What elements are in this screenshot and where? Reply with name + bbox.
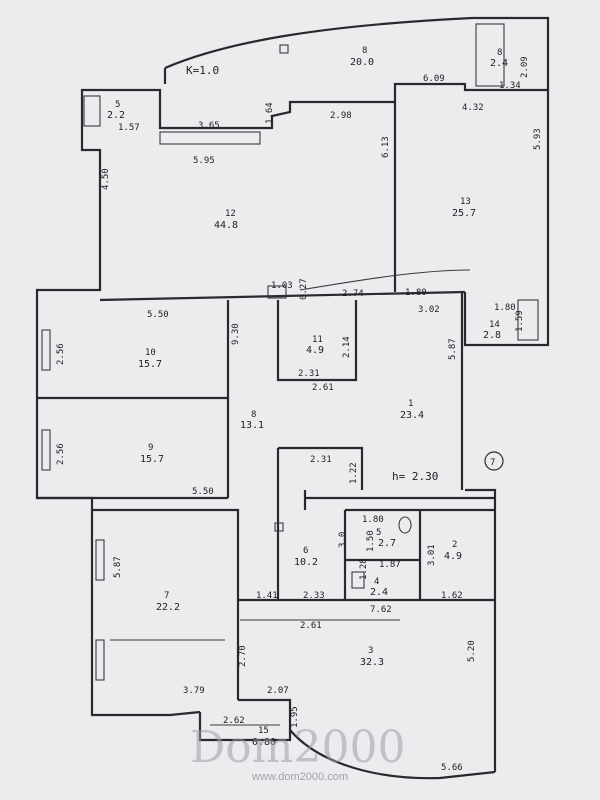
watermark-brand: Dom2000 [190, 722, 405, 773]
dimension-label: 4.32 [462, 103, 484, 113]
room-number: 13 [460, 197, 471, 207]
room-area: 2.4 [490, 58, 508, 69]
dimension-label: 2.31 [298, 369, 320, 379]
room-number: 5 [376, 528, 381, 538]
dimension-label: 1.80 [362, 515, 384, 525]
room-number: 10 [145, 348, 156, 358]
room-number: 2 [452, 540, 457, 550]
room-number: 1 [408, 399, 413, 409]
room-number: 7 [164, 591, 169, 601]
room-area: 4.9 [306, 345, 324, 356]
room-area: 2.4 [370, 587, 388, 598]
room-area: 15.7 [138, 359, 162, 370]
dimension-label: 2.98 [330, 111, 352, 121]
watermark: Dom2000 www.dom2000.com [190, 722, 405, 783]
dimension-label: 5.50 [147, 310, 169, 320]
dimension-label: 2.70 [238, 645, 248, 667]
dimension-label: 5.87 [448, 338, 458, 360]
dimension-label: 3.01 [427, 544, 437, 566]
dimension-label: 2.07 [267, 686, 289, 696]
room-area: 23.4 [400, 410, 424, 421]
dimension-label: 6.13 [381, 136, 391, 158]
room-number: 9 [148, 443, 153, 453]
dimension-label: 1.57 [118, 123, 140, 133]
dimension-label: 3.65 [198, 121, 220, 131]
dimension-label: 1.64 [265, 102, 275, 124]
room-area: 0.80 [252, 737, 276, 748]
axis-marker-circle [484, 451, 504, 471]
dimension-label: 1.41 [256, 591, 278, 601]
dimension-label: 5.50 [192, 487, 214, 497]
dimension-label: 2.09 [520, 56, 530, 78]
room-area: 15.7 [140, 454, 164, 465]
room-number: 8 [362, 46, 367, 56]
dimension-label: 1.87 [379, 560, 401, 570]
fixtures [41, 23, 539, 726]
dimension-label: 0.27 [299, 278, 309, 300]
dimension-label: 5.95 [193, 156, 215, 166]
dimension-label: 6.09 [423, 74, 445, 84]
dimension-label: 1.95 [290, 706, 300, 728]
dimension-label: 2.61 [300, 621, 322, 631]
dimension-label: 5.87 [113, 556, 123, 578]
room-area: 4.9 [444, 551, 462, 562]
dimension-label: 2.14 [342, 336, 352, 358]
room-area: 25.7 [452, 208, 476, 219]
watermark-url: www.dom2000.com [251, 771, 348, 783]
dimension-label: 3.79 [183, 686, 205, 696]
dimension-label: 3.0 [338, 532, 348, 548]
ceiling-height-note: h= 2.30 [392, 470, 438, 483]
room-number: 6 [303, 546, 308, 556]
dimension-labels: 6.09 1.34 2.09 4.32 3.65 1.57 1.64 2.98 … [56, 56, 543, 773]
room-area: 2.8 [483, 330, 501, 341]
room-number: 3 [368, 646, 373, 656]
dimension-label: 5.93 [533, 128, 543, 150]
room-area: 22.2 [156, 602, 180, 613]
dimension-label: 9.30 [231, 323, 241, 345]
dimension-label: 1.80 [494, 303, 516, 313]
dimension-label: 2.33 [303, 591, 325, 601]
axis-marker-label: 7 [490, 458, 495, 468]
dimension-label: 4.50 [101, 168, 111, 190]
dimension-label: 1.80 [405, 288, 427, 298]
room-number: 14 [489, 320, 500, 330]
dimension-label: 1.03 [271, 281, 293, 291]
dimension-label: 1.22 [349, 462, 359, 484]
room-number: 11 [312, 335, 323, 345]
dimension-label: 1.34 [499, 81, 521, 91]
dimension-label: 2.61 [312, 383, 334, 393]
dimension-label: 1.62 [441, 591, 463, 601]
dimension-label: 2.62 [223, 716, 245, 726]
room-number: 15 [258, 726, 269, 736]
interior-walls [37, 102, 495, 730]
scale-note: K=1.0 [186, 64, 219, 77]
room-number: 4 [374, 577, 379, 587]
room-number: 8 [497, 48, 502, 58]
room-area: 20.0 [350, 57, 374, 68]
room-area: 13.1 [240, 420, 264, 431]
room-area: 2.7 [378, 538, 396, 549]
dimension-label: 2.74 [342, 289, 364, 299]
room-area: 2.2 [107, 110, 125, 121]
room-area: 44.8 [214, 220, 238, 231]
dimension-label: 3.02 [418, 305, 440, 315]
room-number: 12 [225, 209, 236, 219]
room-number: 8 [251, 410, 256, 420]
dimension-label: 7.62 [370, 605, 392, 615]
room-area: 32.3 [360, 657, 384, 668]
outer-walls [35, 16, 550, 780]
dimension-label: 2.56 [56, 443, 66, 465]
room-number: 5 [115, 100, 120, 110]
dimension-label: 5.66 [441, 763, 463, 773]
dimension-label: 1.28 [359, 558, 369, 580]
room-area: 10.2 [294, 557, 318, 568]
dimension-label: 2.56 [56, 343, 66, 365]
dimension-label: 5.20 [467, 640, 477, 662]
room-labels: 8 20.0 8 2.4 5 2.2 12 44.8 13 25.7 10 15… [107, 46, 508, 748]
dimension-label: 2.31 [310, 455, 332, 465]
dimension-label: 1.50 [366, 530, 376, 552]
dimension-label: 1.59 [515, 310, 525, 332]
